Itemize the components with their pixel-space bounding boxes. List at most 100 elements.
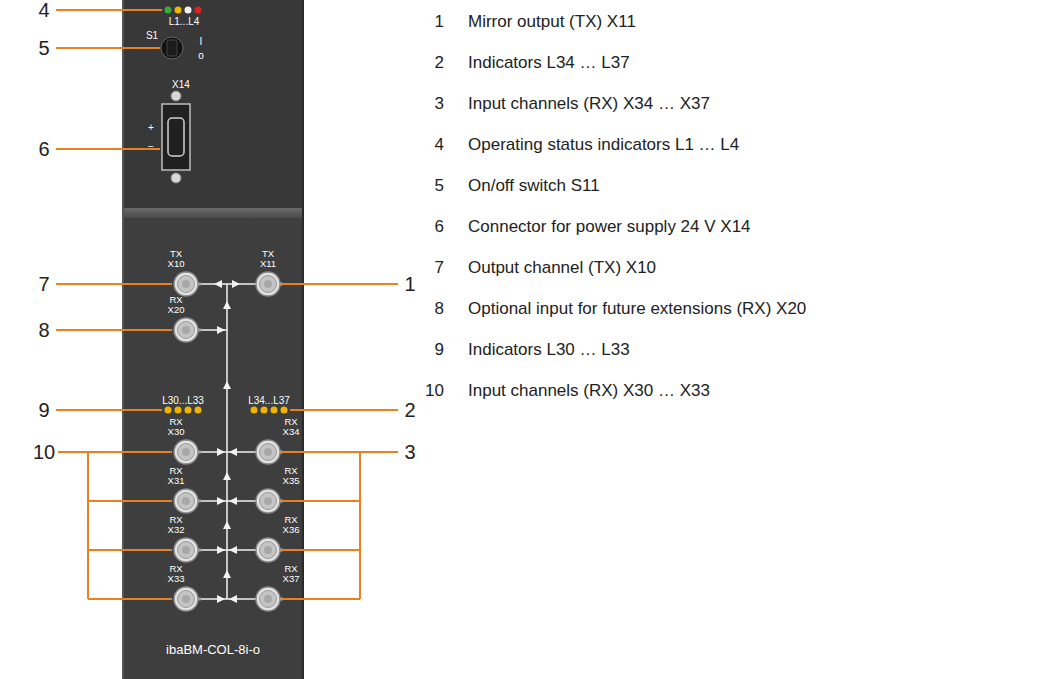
- signal-arrow: [229, 497, 237, 505]
- callout-number: 10: [33, 441, 55, 463]
- leader-line: [56, 329, 172, 331]
- callout-number: 3: [404, 441, 415, 463]
- bnc-connector: [174, 272, 201, 296]
- bnc-connector: [256, 440, 283, 464]
- signal-arrow: [229, 546, 237, 554]
- bnc-connector: [256, 272, 283, 296]
- legend-number: 9: [435, 341, 444, 360]
- signal-arrow: [217, 497, 225, 505]
- channel-led: [281, 407, 288, 414]
- legend-number: 1: [435, 13, 444, 32]
- signal-arrow: [223, 521, 231, 529]
- callout-number: 2: [404, 399, 415, 421]
- pin-label: +: [148, 122, 154, 133]
- connector-label: RX X37: [283, 564, 300, 584]
- signal-bus: [226, 284, 228, 599]
- switch-position: o: [198, 50, 204, 61]
- leader-line: [56, 9, 162, 11]
- channel-led: [175, 407, 182, 414]
- signal-arrow: [223, 570, 231, 578]
- signal-arrow: [217, 546, 225, 554]
- legend-number: 5: [435, 177, 444, 196]
- panel-top: [122, 0, 304, 208]
- channel-led: [261, 407, 268, 414]
- legend-number: 3: [435, 95, 444, 114]
- indicator-label: L30...L33: [162, 395, 204, 406]
- legend-number: 8: [435, 300, 444, 319]
- legend-number: 2: [435, 54, 444, 73]
- legend-text: Input channels (RX) X30 … X33: [468, 382, 710, 401]
- legend-text: Optional input for future extensions (RX…: [468, 300, 806, 319]
- leader-line: [282, 598, 360, 600]
- callout-number: 6: [38, 138, 49, 160]
- signal-arrow: [217, 595, 225, 603]
- signal-arrow: [223, 381, 231, 389]
- legend-text: Output channel (TX) X10: [468, 259, 656, 278]
- signal-arrow: [229, 448, 237, 456]
- status-led: [185, 7, 192, 14]
- channel-led: [251, 407, 258, 414]
- legend-text: Connector for power supply 24 V X14: [468, 218, 751, 237]
- connector-label: RX X30: [168, 417, 185, 437]
- bnc-connector: [256, 538, 283, 562]
- connector-label: RX X32: [168, 515, 185, 535]
- connector-label: RX X31: [168, 466, 185, 486]
- connector-label: X14: [172, 79, 190, 90]
- power-connector: [162, 104, 190, 170]
- legend-number: 6: [435, 218, 444, 237]
- leader-line: [290, 409, 398, 411]
- connector-label: RX X20: [168, 295, 185, 315]
- model-name: ibaBM-COL-8i-o: [166, 643, 260, 657]
- bnc-connector: [174, 538, 201, 562]
- bnc-connector: [256, 489, 283, 513]
- legend-text: Input channels (RX) X34 … X37: [468, 95, 710, 114]
- leader-lines: [56, 10, 398, 599]
- switch-position: I: [200, 36, 203, 47]
- callout-number: 7: [38, 273, 49, 295]
- connector-label: RX X33: [168, 564, 185, 584]
- leader-line: [56, 148, 160, 150]
- indicator-label: L34...L37: [248, 395, 290, 406]
- bnc-connector: [256, 587, 283, 611]
- bnc-connector: [174, 489, 201, 513]
- signal-arrow: [223, 472, 231, 480]
- legend-number: 4: [435, 136, 444, 155]
- legend-text: Operating status indicators L1 … L4: [468, 136, 739, 155]
- bnc-connector: [174, 318, 201, 342]
- status-led: [175, 7, 182, 14]
- device-housing: [122, 0, 304, 679]
- switch-label: S1: [146, 30, 158, 41]
- leader-line: [88, 451, 172, 453]
- legend-number: 10: [425, 382, 444, 401]
- legend-text: Indicators L34 … L37: [468, 54, 630, 73]
- leader-line: [87, 452, 89, 599]
- signal-arrow: [217, 326, 225, 334]
- leader-line: [88, 598, 172, 600]
- mount-screw: [171, 91, 181, 101]
- connector-label: RX X34: [283, 417, 300, 437]
- legend-text: Mirror output (TX) X11: [468, 13, 636, 32]
- leader-line: [360, 451, 398, 453]
- connector-label: RX X36: [283, 515, 300, 535]
- connector-label: RX X35: [283, 466, 300, 486]
- leader-line: [282, 549, 360, 551]
- mount-screw: [171, 173, 181, 183]
- status-led: [165, 7, 172, 14]
- callout-number: 9: [38, 399, 49, 421]
- leader-line: [282, 451, 360, 453]
- legend-number: 7: [435, 259, 444, 278]
- leader-line: [282, 283, 398, 285]
- legend-text: Indicators L30 … L33: [468, 341, 630, 360]
- signal-arrow: [217, 448, 225, 456]
- panel-divider: [122, 208, 304, 218]
- channel-led: [165, 407, 172, 414]
- channel-led: [185, 407, 192, 414]
- leader-line: [282, 500, 360, 502]
- callout-number: 4: [38, 0, 49, 21]
- pin-label: −: [148, 141, 154, 152]
- leader-line: [56, 283, 172, 285]
- signal-arrow: [232, 280, 240, 288]
- channel-led: [271, 407, 278, 414]
- connector-label: TX X11: [260, 249, 276, 269]
- bnc-connector: [174, 587, 201, 611]
